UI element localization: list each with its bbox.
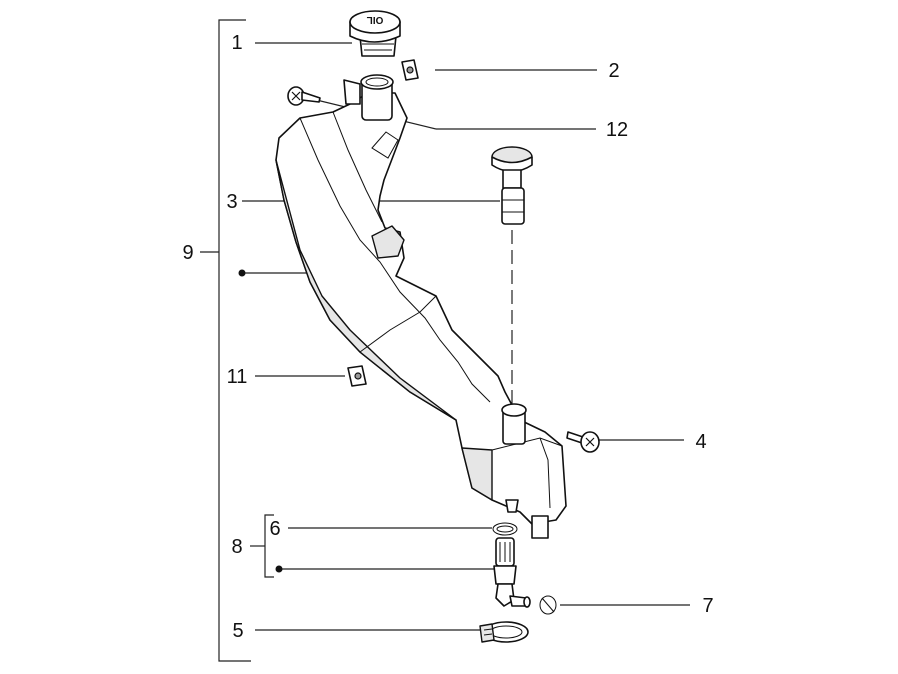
clip-nut-top bbox=[401, 59, 419, 81]
callout-1: 1 bbox=[231, 32, 242, 54]
callout-3: 3 bbox=[226, 191, 237, 213]
spring-clip bbox=[539, 595, 557, 615]
clip-nut-side bbox=[347, 365, 367, 387]
oil-filler-cap: OIL bbox=[349, 10, 401, 57]
callout-5: 5 bbox=[232, 620, 243, 642]
callout-8: 8 bbox=[231, 536, 242, 558]
oil-tank bbox=[275, 74, 567, 539]
screw-12 bbox=[287, 86, 321, 106]
o-ring bbox=[492, 522, 518, 536]
vent-plug bbox=[491, 146, 533, 225]
callout-4: 4 bbox=[695, 431, 706, 453]
callout-6: 6 bbox=[269, 518, 280, 540]
callout-7: 7 bbox=[702, 595, 713, 617]
callout-9: 9 bbox=[182, 242, 193, 264]
callout-12: 12 bbox=[606, 119, 628, 141]
cap-text: OIL bbox=[367, 14, 384, 25]
callout-labels: 1 2 3 4 5 6 7 8 9 11 12 bbox=[182, 32, 713, 642]
screw-4 bbox=[566, 431, 600, 453]
hose-clamp bbox=[479, 621, 529, 643]
callout-11: 11 bbox=[227, 366, 248, 388]
drain-fitting bbox=[493, 537, 531, 608]
group-bracket-8 bbox=[250, 514, 274, 578]
group-bracket-9 bbox=[200, 19, 307, 662]
callout-2: 2 bbox=[608, 60, 619, 82]
